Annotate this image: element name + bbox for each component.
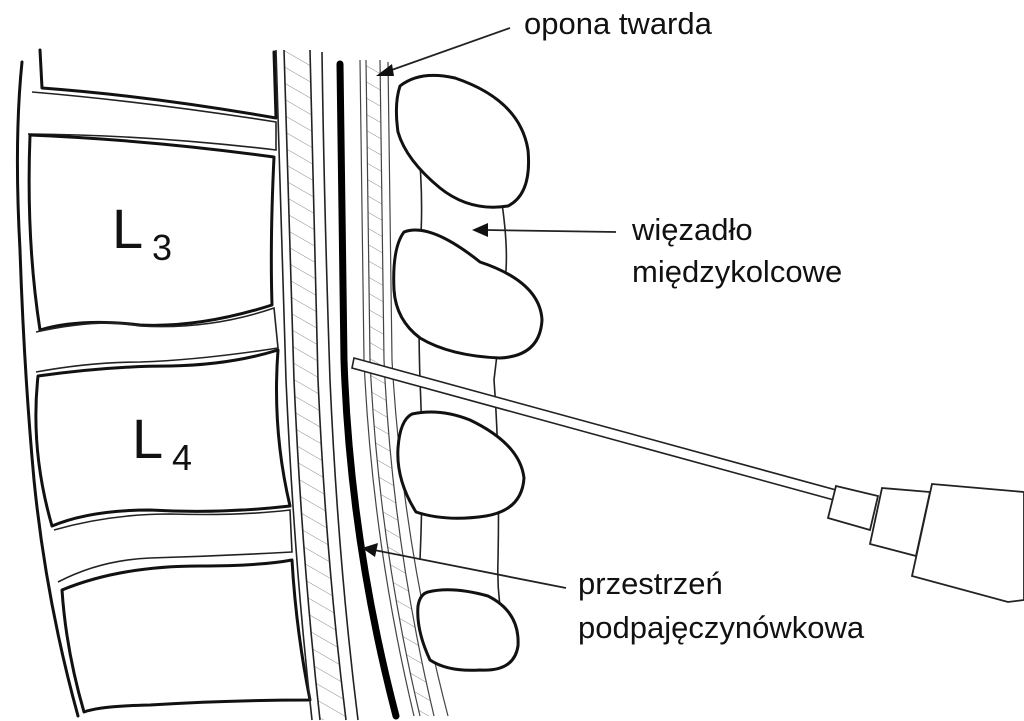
spinous-process-2 xyxy=(394,230,542,358)
needle-hub xyxy=(828,486,878,530)
vertebra-l5-body xyxy=(62,560,310,712)
spinous-process-3 xyxy=(398,412,524,518)
vertebral-column xyxy=(17,50,310,716)
vertebra-l3-letter: L xyxy=(112,197,143,260)
label-space-line2: podpajęczynówkowa xyxy=(578,610,865,645)
spinous-process-1 xyxy=(396,75,528,207)
spinous-processes xyxy=(394,75,542,670)
dura-pointer xyxy=(386,28,510,72)
label-space-line1: przestrzeń xyxy=(578,566,723,601)
label-ligament-line1: więzadło xyxy=(631,212,753,247)
vertebra-l4-letter: L xyxy=(132,407,163,470)
syringe-barrel xyxy=(912,484,1024,602)
vertebra-l2-body xyxy=(40,50,276,118)
vertebra-l3-number: 3 xyxy=(152,227,172,268)
spinous-process-4 xyxy=(418,590,518,671)
vertebra-l4-number: 4 xyxy=(172,437,192,478)
label-dura: opona twarda xyxy=(524,6,713,41)
label-ligament-line2: międzykolcowe xyxy=(632,254,842,289)
